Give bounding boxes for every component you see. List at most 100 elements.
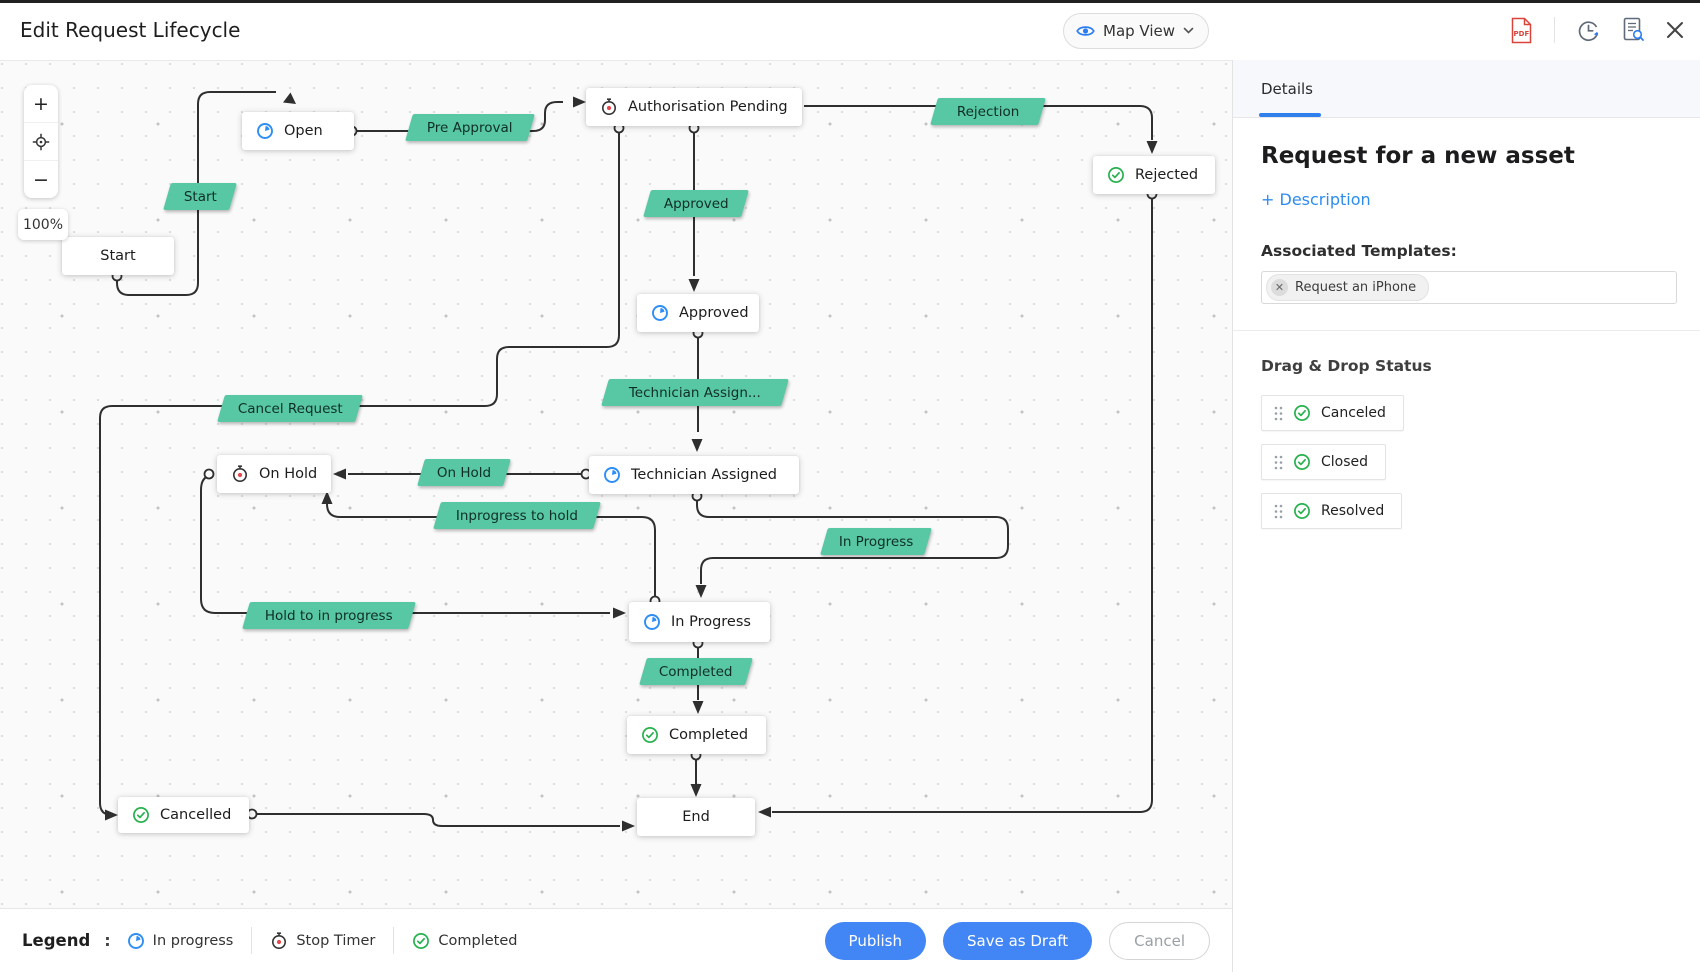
node-label: On Hold [259, 466, 318, 482]
add-description-link[interactable]: + Description [1261, 190, 1371, 209]
legend-item-stop-timer: Stop Timer [270, 931, 376, 950]
details-panel: Details Request for a new asset + Descri… [1232, 60, 1700, 972]
legend-item-completed: Completed [412, 932, 517, 950]
stop-timer-icon [231, 465, 249, 483]
in-progress-icon [603, 466, 621, 484]
in-progress-icon [256, 122, 274, 140]
transition-in-progress[interactable]: In Progress [820, 527, 932, 555]
drag-handle-icon[interactable] [1274, 504, 1283, 519]
legend-item-label: Stop Timer [296, 932, 376, 949]
transition-label: Cancel Request [237, 400, 343, 416]
crosshair-icon [32, 133, 50, 150]
in-progress-icon [643, 613, 661, 631]
request-title: Request for a new asset [1261, 143, 1575, 169]
completed-icon [1293, 404, 1311, 422]
node-label: Rejected [1135, 167, 1199, 183]
node-in-progress[interactable]: In Progress [629, 602, 770, 642]
legend-items: In progress Stop Timer Completed [127, 927, 517, 954]
close-button[interactable] [1666, 21, 1684, 39]
completed-icon [132, 806, 150, 824]
transition-approved[interactable]: Approved [643, 189, 749, 217]
view-selector[interactable]: Map View [1063, 13, 1210, 49]
node-on-hold[interactable]: On Hold [217, 455, 331, 493]
tab-details[interactable]: Details [1261, 79, 1314, 98]
status-chip-canceled[interactable]: Canceled [1261, 395, 1404, 431]
close-icon [1667, 22, 1683, 38]
node-completed[interactable]: Completed [627, 716, 766, 754]
transition-completed[interactable]: Completed [639, 657, 753, 685]
save-as-draft-button[interactable]: Save as Draft [943, 921, 1093, 960]
transition-label: Completed [659, 663, 733, 679]
zoom-in-button[interactable]: + [24, 85, 58, 123]
node-open[interactable]: Open [242, 112, 354, 150]
zoom-controls: + − [24, 85, 58, 198]
transition-start[interactable]: Start [163, 182, 237, 210]
legend-item-in-progress: In progress [127, 932, 234, 950]
history-button[interactable] [1576, 18, 1601, 43]
publish-button[interactable]: Publish [824, 921, 926, 960]
node-auth-pending[interactable]: Authorisation Pending [586, 88, 802, 126]
transition-pre-approval[interactable]: Pre Approval [405, 113, 535, 141]
transition-technician-assign[interactable]: Technician Assign... [601, 378, 789, 406]
remove-template-icon[interactable]: ✕ [1271, 279, 1288, 296]
transition-hold-to-in-progress[interactable]: Hold to in progress [242, 601, 416, 629]
connector-start-open [116, 91, 276, 296]
status-row: Closed [1261, 444, 1672, 480]
top-bar: Edit Request Lifecycle Map View PDF [0, 0, 1700, 61]
drag-handle-icon[interactable] [1274, 455, 1283, 470]
transition-inprogress-to-hold[interactable]: Inprogress to hold [433, 501, 601, 529]
node-start[interactable]: Start [62, 237, 174, 275]
active-tab-underline [1259, 113, 1321, 117]
connector-onhold-inprogress [200, 475, 610, 614]
connector-techassigned-inprogress [696, 497, 1009, 584]
associated-templates-field[interactable]: ✕ Request an iPhone [1261, 271, 1677, 304]
legend-item-label: In progress [152, 932, 234, 949]
status-row: Canceled [1261, 395, 1672, 431]
node-label: Open [284, 123, 323, 139]
zoom-out-button[interactable]: − [33, 168, 49, 191]
transition-cancel-request[interactable]: Cancel Request [217, 394, 363, 422]
audit-log-button[interactable] [1622, 17, 1645, 43]
recenter-button[interactable] [24, 123, 58, 161]
node-label: Authorisation Pending [628, 99, 788, 115]
status-chip-resolved[interactable]: Resolved [1261, 493, 1403, 529]
view-selector-label: Map View [1103, 22, 1176, 40]
arrowheads [105, 92, 1158, 832]
node-label: Cancelled [160, 807, 232, 823]
node-end[interactable]: End [637, 798, 755, 836]
node-rejected[interactable]: Rejected [1093, 156, 1215, 194]
eye-icon [1076, 26, 1095, 36]
node-label: End [682, 809, 710, 825]
transition-label: Pre Approval [427, 119, 513, 135]
node-cancelled[interactable]: Cancelled [118, 797, 249, 833]
node-label: Start [100, 248, 136, 264]
template-chip: ✕ Request an iPhone [1266, 274, 1430, 301]
connector-authpending-rejected [804, 105, 1153, 140]
completed-icon [1293, 453, 1311, 471]
page-title: Edit Request Lifecycle [20, 18, 241, 42]
legend-item-label: Completed [438, 932, 518, 949]
cancel-button[interactable]: Cancel [1109, 921, 1210, 960]
completed-icon [412, 932, 430, 950]
transition-rejection[interactable]: Rejection [930, 97, 1046, 125]
drag-drop-heading: Drag & Drop Status [1261, 357, 1432, 375]
completed-icon [1107, 166, 1125, 184]
transition-on-hold[interactable]: On Hold [417, 458, 511, 486]
document-search-icon [1623, 17, 1644, 41]
in-progress-icon [127, 932, 145, 950]
connector-cancelled-end [252, 813, 620, 827]
status-chip-closed[interactable]: Closed [1261, 444, 1387, 480]
legend-divider [393, 927, 395, 954]
status-chip-label: Resolved [1321, 503, 1385, 519]
node-approved[interactable]: Approved [637, 294, 759, 332]
toolbar-divider [1554, 17, 1555, 43]
completed-icon [641, 726, 659, 744]
tab-strip: Details [1233, 60, 1700, 118]
transition-label: In Progress [838, 533, 914, 549]
node-label: Approved [679, 305, 749, 321]
drag-handle-icon[interactable] [1274, 406, 1283, 421]
export-pdf-button[interactable]: PDF [1510, 17, 1533, 44]
node-technician-assigned[interactable]: Technician Assigned [589, 456, 799, 494]
